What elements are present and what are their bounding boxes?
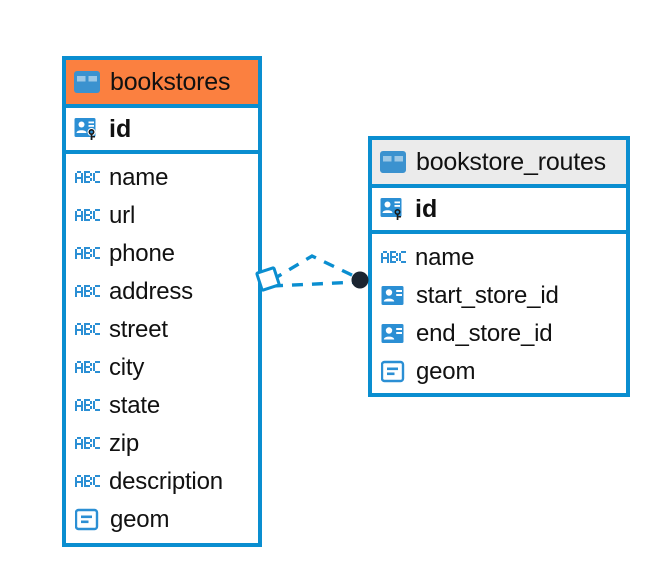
field-row-name[interactable]: name xyxy=(372,239,626,277)
field-label: geom xyxy=(416,358,476,385)
field-row-zip[interactable]: zip xyxy=(66,425,258,463)
entity-bookstores[interactable]: bookstores id xyxy=(62,56,262,547)
field-row-name[interactable]: name xyxy=(66,159,258,197)
field-label: id xyxy=(415,194,438,223)
relationship-source-diamond-icon xyxy=(255,266,281,292)
field-label: url xyxy=(109,202,136,229)
field-label: phone xyxy=(109,240,175,267)
field-row-primary-key[interactable]: id xyxy=(372,188,626,234)
field-row-geom[interactable]: geom xyxy=(372,353,626,391)
field-row-city[interactable]: city xyxy=(66,349,258,387)
field-row-geom[interactable]: geom xyxy=(66,501,258,539)
table-icon xyxy=(380,151,406,173)
field-label: street xyxy=(109,316,168,343)
field-list-bookstore-routes: name start_store_id xyxy=(372,234,626,391)
field-row-end-store-id[interactable]: end_store_id xyxy=(372,315,626,353)
entity-title: bookstore_routes xyxy=(416,147,606,176)
geometry-icon xyxy=(75,508,101,532)
relationship-target-circle-icon xyxy=(351,271,369,289)
field-label: name xyxy=(415,244,475,271)
relationship-line-lower xyxy=(271,280,359,288)
geometry-icon xyxy=(381,360,407,384)
relationship-line-upper xyxy=(271,254,359,282)
relationship-connector[interactable] xyxy=(250,240,380,320)
abc-text-icon xyxy=(75,285,100,299)
primary-key-icon xyxy=(380,196,406,222)
abc-text-icon xyxy=(75,171,100,185)
entity-header-bookstore-routes[interactable]: bookstore_routes xyxy=(372,140,626,188)
entity-header-bookstores[interactable]: bookstores xyxy=(66,60,258,108)
field-label: zip xyxy=(109,430,140,457)
abc-text-icon xyxy=(75,399,100,413)
abc-text-icon xyxy=(75,437,100,451)
field-label: state xyxy=(109,392,161,419)
field-row-start-store-id[interactable]: start_store_id xyxy=(372,277,626,315)
field-label: end_store_id xyxy=(416,320,553,347)
field-label: id xyxy=(109,114,132,143)
abc-text-icon xyxy=(381,251,406,265)
field-row-address[interactable]: address xyxy=(66,273,258,311)
field-label: address xyxy=(109,278,193,305)
field-label: geom xyxy=(110,506,170,533)
field-row-primary-key[interactable]: id xyxy=(66,108,258,154)
abc-text-icon xyxy=(75,361,100,375)
field-row-description[interactable]: description xyxy=(66,463,258,501)
abc-text-icon xyxy=(75,247,100,261)
table-icon xyxy=(74,71,100,93)
field-label: name xyxy=(109,164,169,191)
field-label: description xyxy=(109,468,223,495)
field-row-street[interactable]: street xyxy=(66,311,258,349)
abc-text-icon xyxy=(75,475,100,489)
abc-text-icon xyxy=(75,323,100,337)
foreign-key-icon xyxy=(381,321,407,347)
field-list-bookstores: name u xyxy=(66,154,258,539)
abc-text-icon xyxy=(75,209,100,223)
primary-key-icon xyxy=(74,116,100,142)
field-row-url[interactable]: url xyxy=(66,197,258,235)
foreign-key-icon xyxy=(381,283,407,309)
field-label: city xyxy=(109,354,145,381)
entity-title: bookstores xyxy=(110,67,231,96)
field-label: start_store_id xyxy=(416,282,559,309)
field-row-state[interactable]: state xyxy=(66,387,258,425)
field-row-phone[interactable]: phone xyxy=(66,235,258,273)
entity-bookstore-routes[interactable]: bookstore_routes id xyxy=(368,136,630,397)
